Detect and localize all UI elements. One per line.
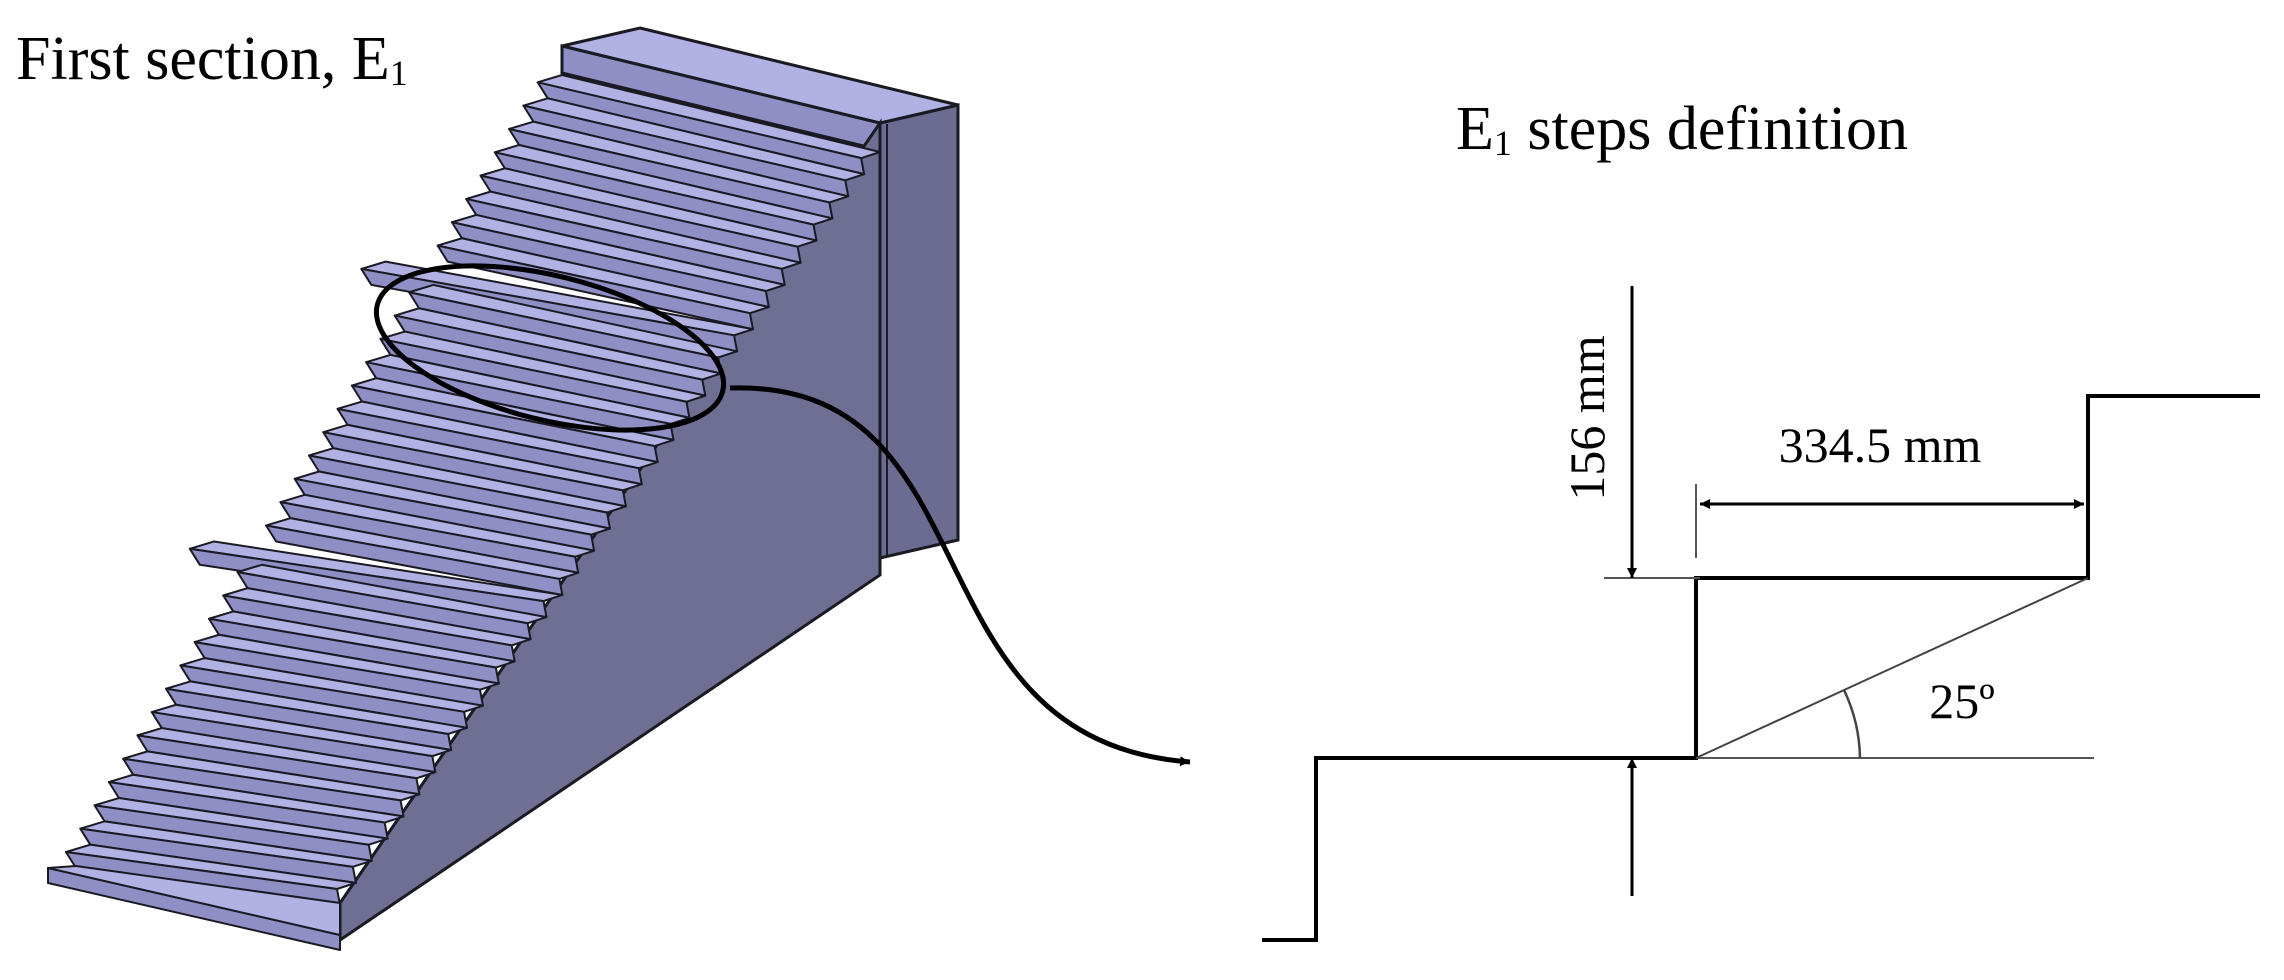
- step-definition-drawing: [1262, 286, 2260, 942]
- rise-label: 156 mm: [1559, 335, 1615, 500]
- angle-label: 25º: [1929, 673, 1995, 729]
- left-title: First section, E1: [16, 28, 408, 91]
- bottom-landing: [47, 865, 341, 936]
- connector-arrow: [729, 385, 1191, 767]
- right-title: E1 steps definition: [1456, 98, 1908, 161]
- stair-model: [47, 26, 1191, 951]
- right-title-subscript: 1: [1493, 123, 1512, 163]
- right-title-text: steps definition: [1511, 95, 1908, 163]
- right-title-letter: E: [1456, 95, 1494, 163]
- step-profile: [1262, 394, 2260, 942]
- left-title-text: First section, E: [16, 25, 390, 93]
- left-title-subscript: 1: [389, 53, 408, 93]
- tread-label: 334.5 mm: [1779, 417, 1982, 473]
- back-wall-face: [878, 103, 960, 560]
- slope-line: [1695, 577, 2089, 759]
- angle-arc: [1842, 689, 1862, 759]
- highlight-ellipse: [373, 263, 727, 433]
- stair-steps: [47, 74, 881, 951]
